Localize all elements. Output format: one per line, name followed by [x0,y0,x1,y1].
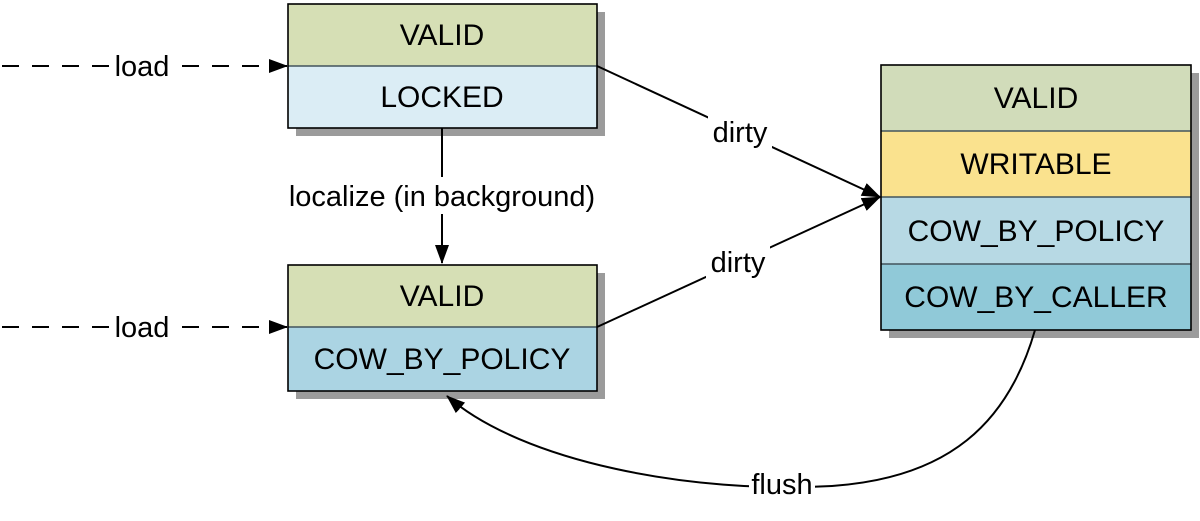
state-row-label: LOCKED [380,81,503,114]
state-row [288,4,597,66]
edge-label-bg [281,177,603,214]
edge-label-flush: flush [749,467,815,501]
state-row-label: COW_BY_POLICY [908,215,1165,248]
edge-label-dirty-top: dirty [708,115,772,149]
state-row [881,264,1191,330]
state-row-label: COW_BY_POLICY [314,343,571,376]
edge-label-load-top: load [111,51,173,83]
edge-label: dirty [713,117,768,149]
state-node-valid-cow-by-policy: VALID COW_BY_POLICY [287,264,605,399]
state-row-label: COW_BY_CALLER [904,281,1167,314]
state-row [288,327,597,391]
edge-flush [446,329,1036,489]
edge-label-bg [708,115,772,149]
edge-label: load [115,312,170,344]
state-row [288,265,597,327]
state-row-label: VALID [400,19,484,52]
edge-label: dirty [711,247,766,279]
state-row-label: VALID [400,280,484,313]
state-row [288,66,597,128]
edge-label: flush [751,469,812,501]
state-node-valid-locked: VALID LOCKED [287,3,605,136]
state-row [881,131,1191,197]
state-node-valid-writable-cow: VALID WRITABLE COW_BY_POLICY COW_BY_CALL… [880,64,1199,338]
node-border [880,64,1192,331]
edge-label-bg [706,245,770,279]
edge-label: localize (in background) [289,181,595,213]
edge-label-bg [749,467,815,501]
edge-label-localize: localize (in background) [281,177,603,214]
edge-label-load-bottom: load [111,312,173,344]
edge-label-bg [111,51,173,81]
edge-label-bg [111,312,173,342]
state-row [881,65,1191,131]
edge-label-dirty-bottom: dirty [706,245,770,279]
edge-label: load [115,51,170,83]
state-row-label: WRITABLE [960,148,1111,181]
node-border [287,264,598,392]
state-row-label: VALID [994,82,1078,115]
state-row [881,197,1191,264]
